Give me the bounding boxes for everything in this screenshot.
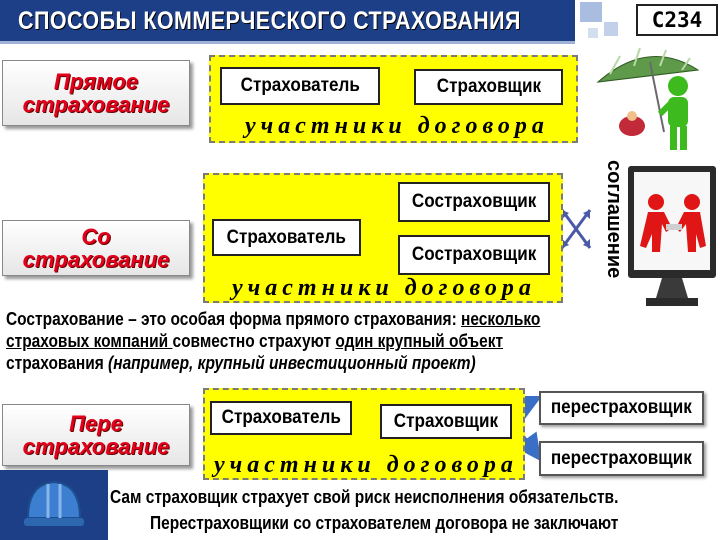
handshake-monitor-icon bbox=[628, 166, 716, 306]
decor-square bbox=[588, 28, 598, 38]
hard-hat-icon bbox=[24, 480, 84, 526]
method-coinsurance-label: Со страхование bbox=[22, 224, 170, 272]
method-reinsurance-label: Пере страхование bbox=[22, 411, 170, 459]
agreement-label: соглашение bbox=[603, 160, 625, 279]
footer-line-1: Сам страховщик страхует свой риск неиспо… bbox=[110, 487, 619, 507]
decor-square bbox=[604, 22, 618, 36]
title-bar bbox=[0, 0, 575, 44]
caption-coinsurance: участники договора bbox=[232, 275, 536, 301]
decor-square bbox=[580, 2, 602, 22]
participant-insured: Страхователь bbox=[212, 219, 361, 256]
coinsurance-definition: Сострахование – это особая форма прямого… bbox=[6, 309, 541, 373]
footer-line-2: Перестраховщики со страхователем договор… bbox=[150, 513, 619, 533]
method-reinsurance: Пере страхование bbox=[2, 404, 190, 466]
method-direct-label: Прямое страхование bbox=[22, 69, 170, 117]
money-umbrella-figure-icon bbox=[596, 47, 700, 150]
participant-coinsurer: Сострахoвщик bbox=[398, 235, 550, 275]
participant-reinsurer: перестраховщик bbox=[539, 391, 704, 425]
participant-reinsurer: перестраховщик bbox=[539, 441, 704, 476]
method-coinsurance: Со страхование bbox=[2, 220, 190, 276]
participant-coinsurer: Сострахoвщик bbox=[398, 182, 550, 222]
participant-insurer: Страховщик bbox=[380, 404, 512, 439]
page-title: СПОСОБЫ КОММЕРЧЕСКОГО СТРАХОВАНИЯ bbox=[18, 7, 521, 35]
participant-insured: Страхователь bbox=[220, 67, 380, 105]
method-direct: Прямое страхование bbox=[2, 60, 190, 126]
caption-reinsurance: участники договора bbox=[214, 452, 518, 478]
agreement-cross-icon bbox=[560, 209, 592, 249]
slide-code: C234 bbox=[636, 4, 718, 36]
caption-direct: участники договора bbox=[245, 113, 549, 139]
participant-insurer: Страховщик bbox=[414, 69, 563, 105]
participant-insured: Страхователь bbox=[210, 401, 352, 435]
